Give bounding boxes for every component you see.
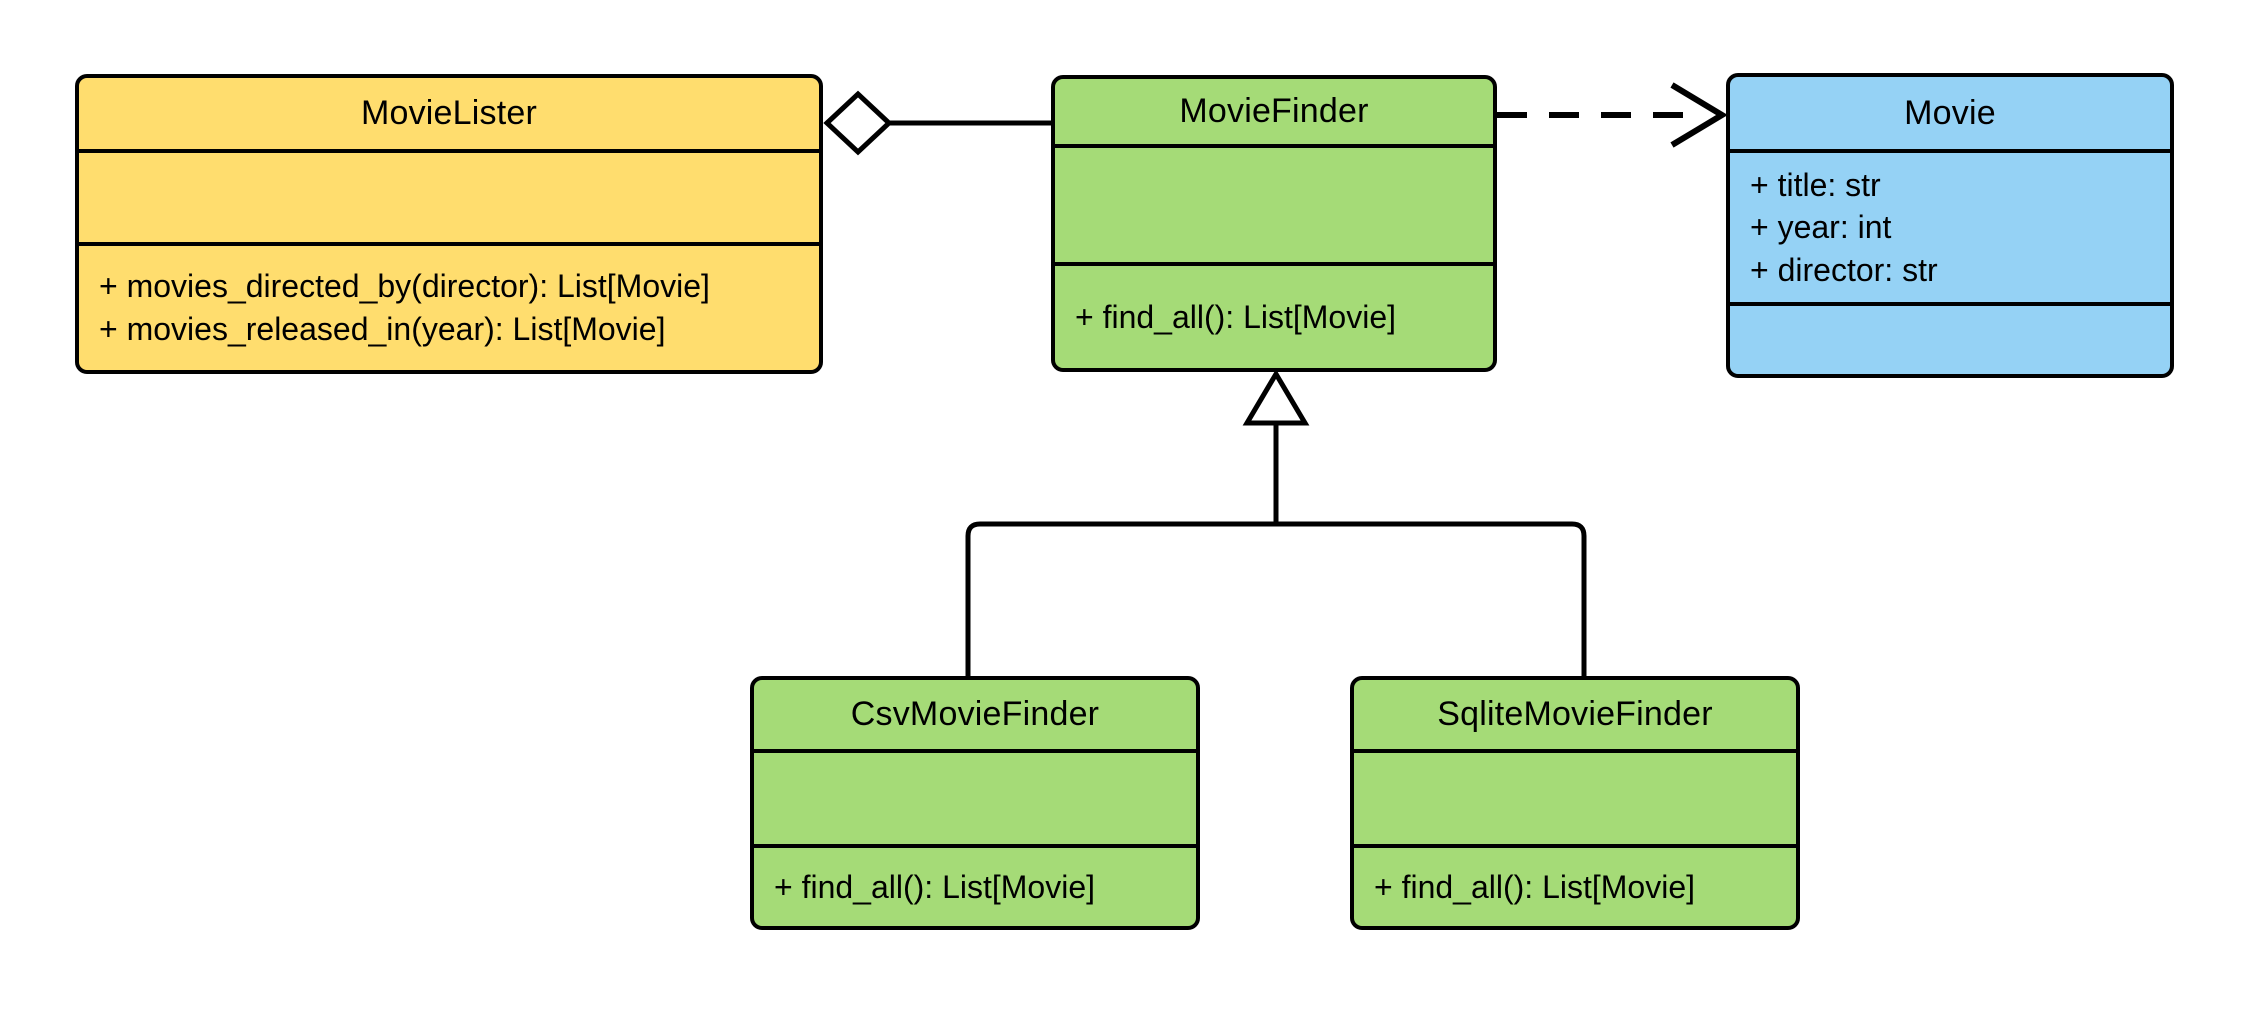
uml-class-sqlitemoviefinder[interactable]: SqliteMovieFinder + find_all(): List[Mov… <box>1350 676 1800 930</box>
operations-compartment-csvmoviefinder: + find_all(): List[Movie] <box>754 844 1196 926</box>
attributes-compartment-moviefinder <box>1055 144 1493 262</box>
class-name-sqlitemoviefinder: SqliteMovieFinder <box>1437 695 1713 733</box>
aggregation-edge-movielister-moviefinder[interactable] <box>823 90 1051 156</box>
operations-compartment-movie <box>1730 302 2170 374</box>
hollow-triangle-icon <box>1242 369 1310 426</box>
operation-row: + find_all(): List[Movie] <box>1075 298 1397 335</box>
uml-class-movie[interactable]: Movie + title: str + year: int + directo… <box>1726 73 2174 378</box>
class-name-moviefinder: MovieFinder <box>1179 92 1369 130</box>
operation-row: + movies_released_in(year): List[Movie] <box>99 311 666 347</box>
operations-compartment-moviefinder: + find_all(): List[Movie] <box>1055 262 1493 368</box>
uml-class-movielister[interactable]: MovieLister + movies_directed_by(directo… <box>75 74 823 374</box>
operation-row: + find_all(): List[Movie] <box>774 868 1096 905</box>
class-name-movielister: MovieLister <box>360 94 538 132</box>
uml-class-moviefinder[interactable]: MovieFinder + find_all(): List[Movie] <box>1051 75 1497 372</box>
class-name-movie: Movie <box>1904 93 1996 132</box>
attributes-compartment-movie: + title: str + year: int + director: str <box>1730 149 2170 302</box>
dependency-edge-moviefinder-movie[interactable] <box>1497 82 1728 148</box>
operation-row: + find_all(): List[Movie] <box>1374 868 1696 905</box>
generalization-branch-lines <box>965 521 1587 676</box>
attribute-row: + director: str <box>1750 251 1938 288</box>
generalization-edge-tree[interactable] <box>965 369 1587 676</box>
operation-row: + movies_directed_by(director): List[Mov… <box>99 268 710 305</box>
operations-compartment-movielister: + movies_directed_by(director): List[Mov… <box>79 242 819 370</box>
attribute-row: + year: int <box>1750 209 1892 246</box>
uml-class-csvmoviefinder[interactable]: CsvMovieFinder + find_all(): List[Movie] <box>750 676 1200 930</box>
hollow-diamond-icon <box>823 90 893 156</box>
attributes-compartment-csvmoviefinder <box>754 749 1196 844</box>
attribute-row: + title: str <box>1750 166 1881 203</box>
open-arrow-icon <box>1670 82 1728 148</box>
attributes-compartment-movielister <box>79 149 819 242</box>
attributes-compartment-sqlitemoviefinder <box>1354 749 1796 844</box>
class-name-csvmoviefinder: CsvMovieFinder <box>850 695 1100 733</box>
operations-compartment-sqlitemoviefinder: + find_all(): List[Movie] <box>1354 844 1796 926</box>
